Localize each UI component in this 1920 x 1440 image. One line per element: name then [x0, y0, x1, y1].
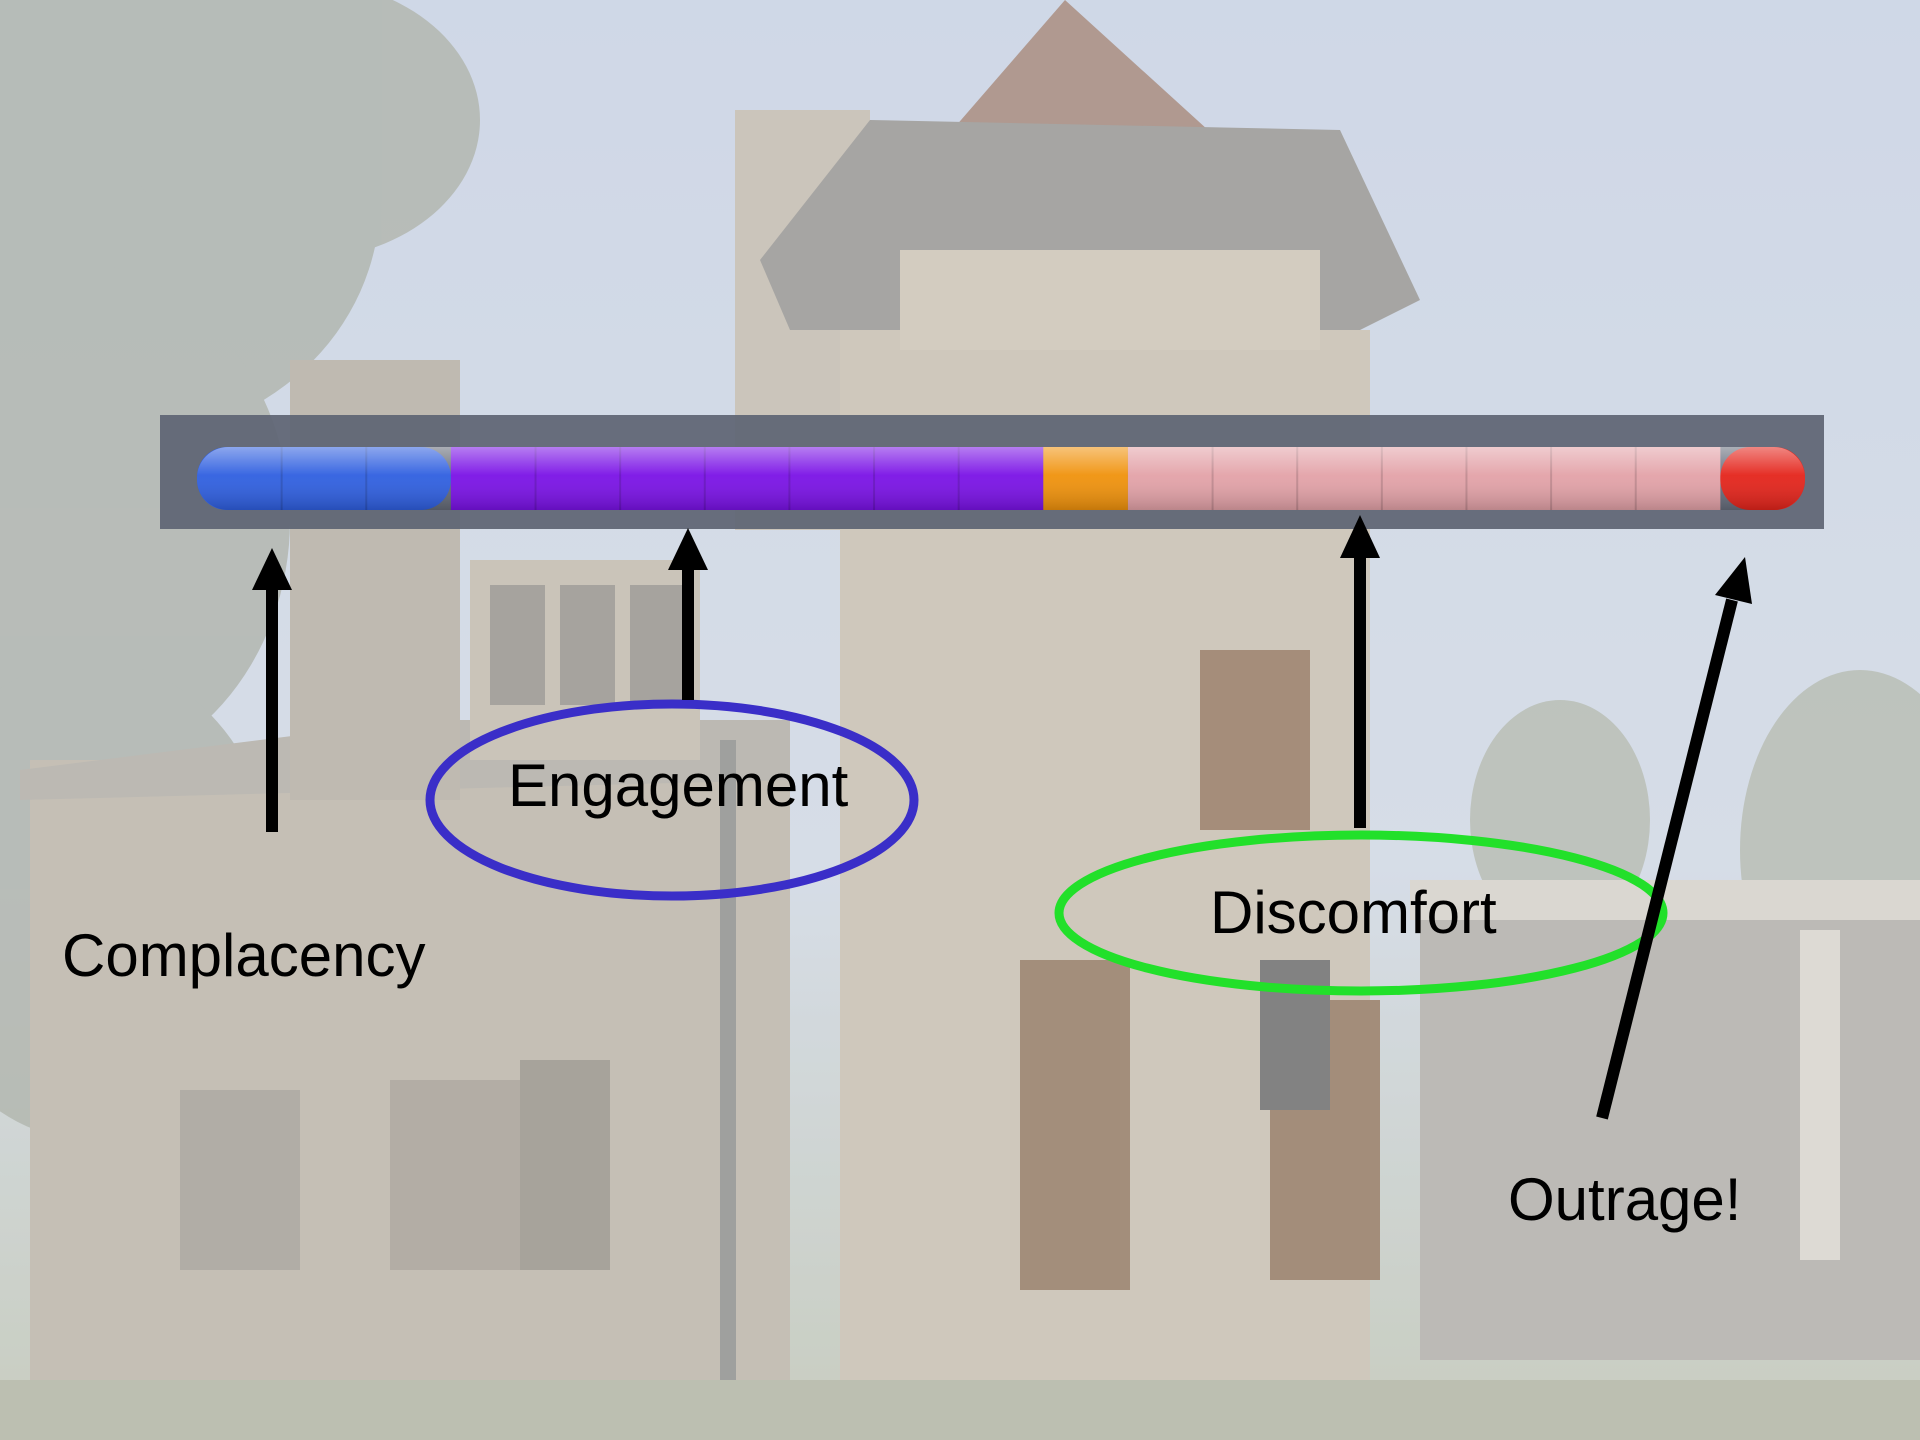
discomfort-highlight-ring [1054, 830, 1668, 996]
complacency-arrow [252, 548, 292, 832]
house-porch [1410, 880, 1920, 1360]
discomfort-arrow [1340, 515, 1380, 828]
outrage-label: Outrage! [1508, 1166, 1742, 1233]
discomfort-label: Discomfort [1210, 879, 1497, 946]
arrows [252, 515, 1752, 1120]
scale-bar [160, 415, 1824, 529]
lawn [0, 1380, 1920, 1440]
lamp-post [720, 740, 736, 1420]
complacency-label: Complacency [62, 922, 426, 989]
engagement-highlight-ring [425, 699, 919, 901]
outrage-arrow [1596, 557, 1752, 1120]
engagement-arrow [668, 528, 708, 700]
engagement-label: Engagement [508, 752, 849, 819]
scale-bar-gloss [197, 447, 1805, 510]
